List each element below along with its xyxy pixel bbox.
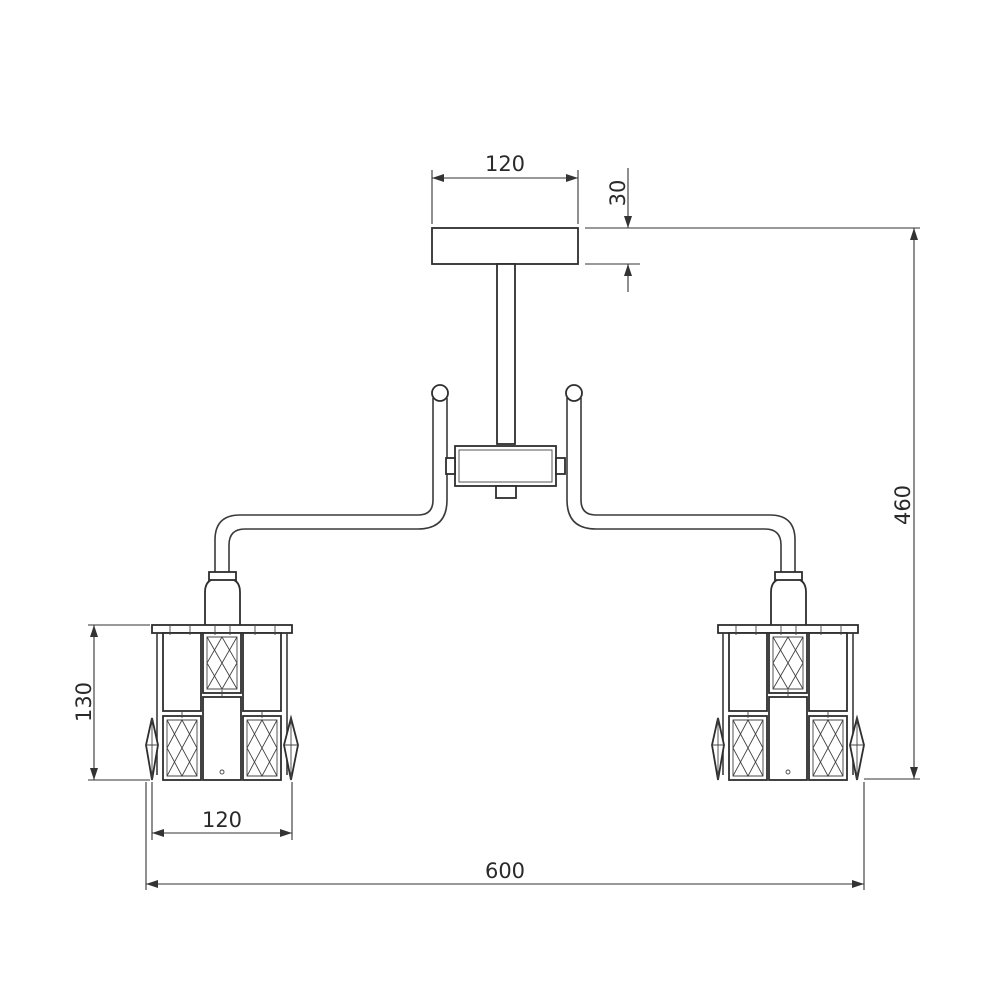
dimension-canopy-width: 120 [431,152,579,224]
dim-label-total-width: 600 [485,859,525,883]
arms [214,398,796,578]
center-rod [496,263,516,445]
dim-label-canopy-width: 120 [485,152,525,176]
dim-label-canopy-height: 30 [606,180,630,207]
ceiling-canopy [431,227,579,265]
dim-label-shade-height: 130 [72,682,96,722]
left-lamp [145,571,299,781]
dimension-shade-height: 130 [72,624,150,781]
dimension-shade-width: 120 [151,782,293,840]
dim-label-shade-width: 120 [202,808,242,832]
dimension-total-width: 600 [145,782,865,890]
dim-label-total-height: 460 [891,485,915,525]
dimension-canopy-height: 30 [585,168,920,292]
dimension-total-height: 460 [864,228,920,780]
right-lamp [711,571,865,781]
central-hub [445,445,566,499]
finials [431,384,583,402]
